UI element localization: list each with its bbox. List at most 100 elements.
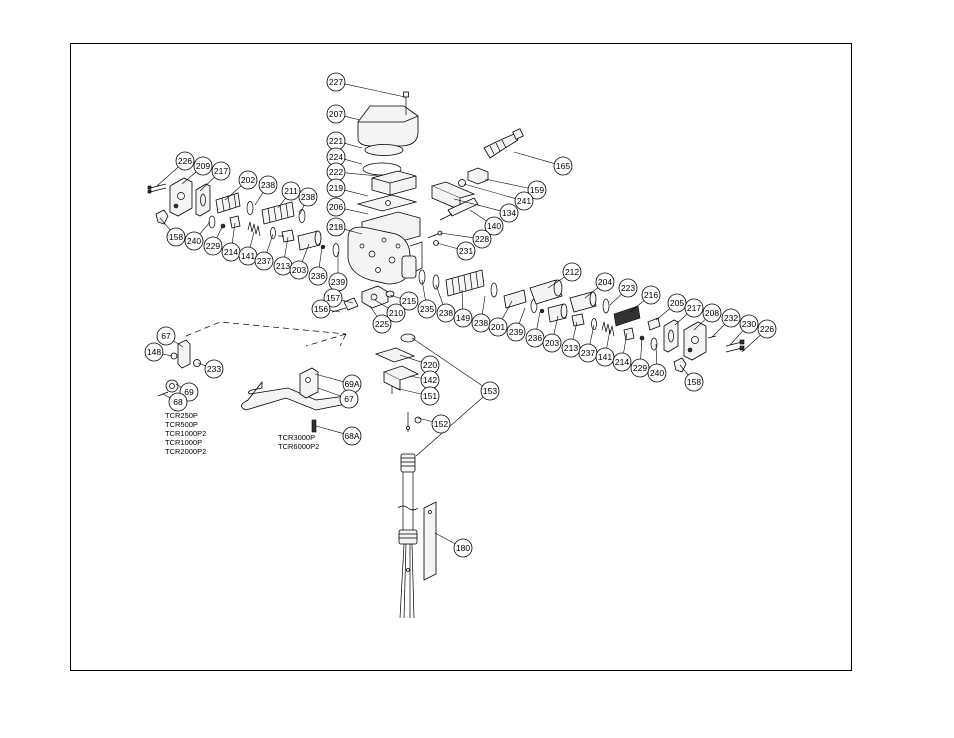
callout-leader (436, 242, 458, 249)
fitting-165 (483, 128, 524, 159)
callout-213: 213 (561, 321, 581, 358)
callout-leader (301, 243, 310, 262)
callout-balloon (156, 326, 176, 346)
callout-leader (299, 205, 305, 215)
callout-153: 153 (411, 337, 500, 401)
callout-label: 222 (329, 167, 343, 177)
callout-balloon (702, 303, 722, 323)
callout-label: 235 (420, 304, 434, 314)
callout-label: 210 (389, 308, 403, 318)
callout-label: 220 (423, 360, 437, 370)
callout-balloon (203, 236, 223, 256)
callout-226: 226 (741, 319, 777, 353)
oring-238-right-a (432, 274, 440, 290)
callout-balloon (436, 303, 456, 323)
callout-label: 68 (173, 397, 183, 407)
callout-leader (609, 293, 622, 306)
bracket-69a-67 (299, 367, 319, 399)
callout-215: 215 (389, 291, 419, 311)
callout-158: 158 (679, 364, 704, 392)
callout-201: 201 (488, 300, 513, 337)
callout-label: 238 (439, 308, 453, 318)
callout-balloon (542, 333, 562, 353)
plate-142 (382, 365, 420, 391)
callout-232: 232 (711, 308, 741, 338)
callout-label: 237 (257, 256, 271, 266)
callout-239: 239 (506, 307, 526, 342)
callout-leader (159, 217, 171, 231)
callout-label: 67 (344, 394, 354, 404)
callout-238: 238 (471, 295, 491, 333)
callout-balloon (667, 293, 687, 313)
callout-leader (711, 324, 725, 338)
callout-leader (344, 189, 369, 197)
model-label: TCR6000P2 (278, 442, 319, 451)
callout-157: 157 (323, 288, 354, 308)
callout-134: 134 (453, 198, 519, 223)
callout-label: 240 (650, 368, 664, 378)
elbow-158-left (155, 209, 169, 225)
dashed-link (185, 321, 347, 347)
callout-leader (411, 337, 483, 387)
oring-240-left (208, 215, 216, 229)
callout-202: 202 (224, 170, 258, 201)
callout-229: 229 (630, 337, 650, 378)
callout-balloon (258, 175, 278, 195)
callout-leader (389, 294, 401, 299)
callout-leader (484, 178, 529, 189)
callout-leader (518, 307, 526, 324)
callout-label: 157 (326, 293, 340, 303)
callout-224: 224 (326, 147, 363, 167)
callout-balloon (326, 72, 346, 92)
model-label: TCR500P (165, 420, 198, 429)
callout-238: 238 (298, 187, 318, 215)
callout-leader (156, 166, 179, 187)
spring-216 (613, 305, 641, 327)
callout-leader (584, 287, 599, 299)
callout-leader (329, 310, 341, 313)
callout-label: 142 (423, 375, 437, 385)
callout-balloon (499, 203, 519, 223)
callout-238: 238 (435, 284, 456, 323)
callout-balloon (561, 338, 581, 358)
oring-240-right (650, 337, 658, 351)
model-label: TCR3000P (278, 433, 315, 442)
callout-label: 140 (487, 221, 501, 231)
cap-209 (169, 177, 193, 217)
callout-label: 216 (644, 290, 658, 300)
callout-label: 236 (528, 333, 542, 343)
callout-balloon (431, 414, 451, 434)
callout-leader (693, 318, 706, 331)
callout-leader (344, 83, 406, 98)
callout-label: 202 (241, 175, 255, 185)
callout-label: 213 (276, 261, 290, 271)
callout-label: 205 (670, 298, 684, 308)
callout-label: 213 (564, 343, 578, 353)
callout-235: 235 (417, 279, 437, 319)
spring-141-right (601, 321, 615, 337)
callout-leader (277, 197, 286, 209)
callout-148: 148 (144, 342, 173, 362)
callout-leader (409, 375, 422, 379)
callout-leader (572, 321, 578, 340)
oring-237-right (591, 318, 597, 330)
callout-217: 217 (674, 298, 704, 326)
callout-label: 215 (402, 296, 416, 306)
plate-220 (374, 347, 416, 363)
cartridge-149 (445, 269, 485, 297)
callout-leader (284, 236, 289, 258)
callout-label: 203 (292, 265, 306, 275)
callout-leader (216, 226, 223, 238)
disc-221 (364, 144, 404, 156)
callout-leader (435, 284, 444, 305)
callout-balloon (647, 363, 667, 383)
callout-leader (344, 229, 363, 235)
cable-column (397, 412, 419, 619)
callout-balloon (308, 266, 328, 286)
callout-158: 158 (159, 217, 186, 247)
callout-balloon (484, 216, 504, 236)
callout-69A: 69A (314, 373, 362, 394)
callout-152: 152 (417, 414, 451, 434)
oring-223 (602, 298, 610, 314)
callout-leader (399, 354, 422, 363)
